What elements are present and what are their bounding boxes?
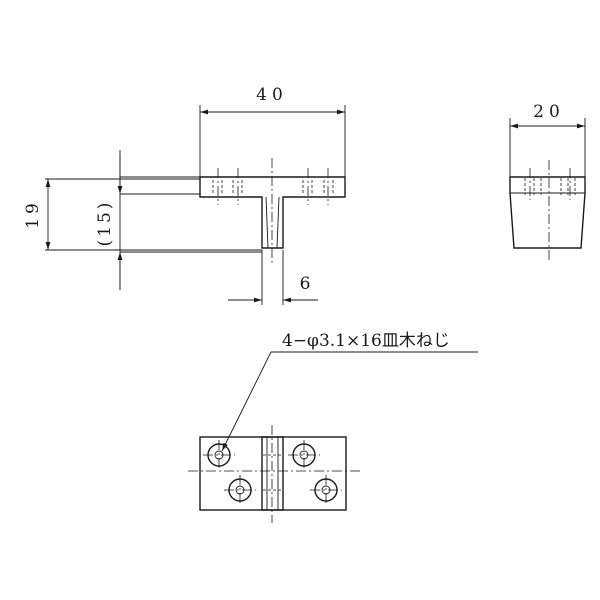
- dimension-20: 20: [509, 102, 586, 177]
- dimension-19: 19: [23, 179, 51, 250]
- screw-hole: [310, 475, 342, 505]
- dim-text-15: (15): [95, 200, 115, 247]
- dimension-6: 6: [228, 274, 318, 303]
- dimension-15: (15): [95, 150, 123, 290]
- dim-text-19: 19: [23, 199, 43, 229]
- screw-callout: 4−φ3.1×16皿木ねじ: [221, 331, 478, 452]
- front-view: [45, 158, 346, 305]
- screw-hole: [203, 440, 235, 470]
- callout-text: 4−φ3.1×16皿木ねじ: [282, 331, 450, 351]
- screw-hole: [288, 440, 320, 470]
- dim-text-6: 6: [300, 274, 311, 294]
- dimension-40: 40: [199, 85, 346, 177]
- dim-text-20: 20: [533, 102, 565, 122]
- dim-text-40: 40: [256, 85, 288, 105]
- side-view: [509, 160, 586, 262]
- screw-hole: [224, 475, 256, 505]
- bottom-view: [188, 425, 360, 523]
